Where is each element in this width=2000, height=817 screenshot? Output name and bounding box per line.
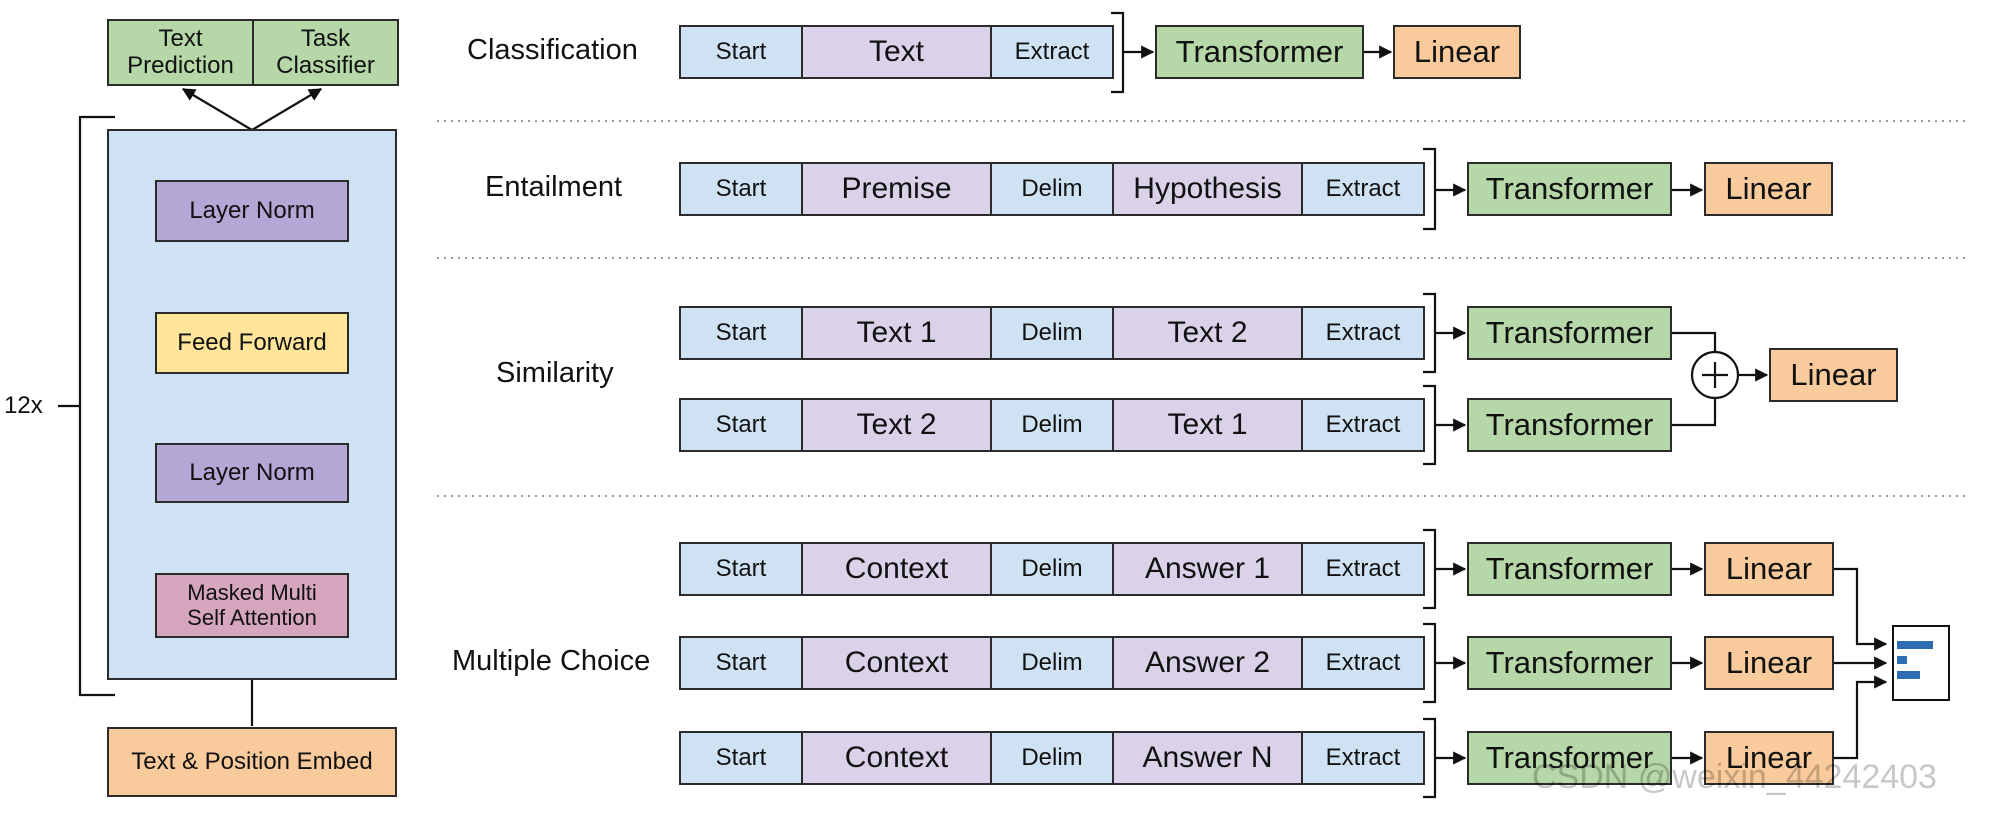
feed-forward: Feed Forward xyxy=(155,312,349,374)
task-label-multiple-choice: Multiple Choice xyxy=(452,645,651,677)
token-text: Text xyxy=(801,25,992,79)
token-context: Context xyxy=(801,731,992,785)
transformer-multiple-choice-2: Transformer xyxy=(1467,636,1672,690)
token-start: Start xyxy=(679,162,803,216)
token-start: Start xyxy=(679,542,803,596)
layer-norm-top: Layer Norm xyxy=(155,180,349,242)
token-delim: Delim xyxy=(990,731,1114,785)
token-context: Context xyxy=(801,542,992,596)
token-hypothesis: Hypothesis xyxy=(1112,162,1303,216)
token-premise: Premise xyxy=(801,162,992,216)
linear-similarity: Linear xyxy=(1769,348,1898,402)
linear-multiple-choice-2: Linear xyxy=(1704,636,1834,690)
token-text-1: Text 1 xyxy=(801,306,992,360)
token-context: Context xyxy=(801,636,992,690)
sequence-similarity-1: Start Text 1 Delim Text 2 Extract xyxy=(679,306,1425,360)
sequence-multiple-choice-1: Start Context Delim Answer 1 Extract xyxy=(679,542,1425,596)
token-answer-2: Answer 2 xyxy=(1112,636,1303,690)
token-start: Start xyxy=(679,398,803,452)
token-extract: Extract xyxy=(1301,636,1425,690)
token-extract: Extract xyxy=(990,25,1114,79)
task-separators xyxy=(437,120,1968,497)
token-extract: Extract xyxy=(1301,731,1425,785)
transformer-entailment: Transformer xyxy=(1467,162,1672,216)
similarity-plus-circle xyxy=(1690,350,1740,400)
linear-classification: Linear xyxy=(1393,25,1521,79)
token-start: Start xyxy=(679,25,803,79)
task-connectors xyxy=(1111,11,1888,799)
token-answer-n: Answer N xyxy=(1112,731,1303,785)
linear-multiple-choice-1: Linear xyxy=(1704,542,1834,596)
sequence-multiple-choice-2: Start Context Delim Answer 2 Extract xyxy=(679,636,1425,690)
transformer-multiple-choice-1: Transformer xyxy=(1467,542,1672,596)
token-start: Start xyxy=(679,636,803,690)
text-position-embed: Text & Position Embed xyxy=(107,727,397,797)
token-extract: Extract xyxy=(1301,542,1425,596)
sequence-similarity-2: Start Text 2 Delim Text 1 Extract xyxy=(679,398,1425,452)
sequence-multiple-choice-n: Start Context Delim Answer N Extract xyxy=(679,731,1425,785)
text-prediction-output: Text Prediction xyxy=(107,19,254,86)
token-start: Start xyxy=(679,306,803,360)
task-classifier-output: Task Classifier xyxy=(252,19,399,86)
softmax-output-icon xyxy=(1892,625,1950,701)
token-start: Start xyxy=(679,731,803,785)
token-text-1: Text 1 xyxy=(1112,398,1303,452)
sequence-entailment: Start Premise Delim Hypothesis Extract xyxy=(679,162,1425,216)
token-text-2: Text 2 xyxy=(1112,306,1303,360)
masked-multi-self-attention: Masked Multi Self Attention xyxy=(155,573,349,638)
transformer-similarity-1: Transformer xyxy=(1467,306,1672,360)
layer-norm-bottom: Layer Norm xyxy=(155,443,349,503)
watermark: CSDN @weixin_44242403 xyxy=(1532,758,1937,796)
transformer-multiple-choice-n: Transformer xyxy=(1467,731,1672,785)
token-extract: Extract xyxy=(1301,162,1425,216)
task-label-entailment: Entailment xyxy=(485,171,623,203)
sequence-classification: Start Text Extract xyxy=(679,25,1114,79)
token-delim: Delim xyxy=(990,162,1114,216)
token-extract: Extract xyxy=(1301,306,1425,360)
token-delim: Delim xyxy=(990,636,1114,690)
token-delim: Delim xyxy=(990,306,1114,360)
transformer-similarity-2: Transformer xyxy=(1467,398,1672,452)
task-label-classification: Classification xyxy=(467,34,638,66)
linear-entailment: Linear xyxy=(1704,162,1833,216)
token-delim: Delim xyxy=(990,542,1114,596)
transformer-classification: Transformer xyxy=(1155,25,1364,79)
token-delim: Delim xyxy=(990,398,1114,452)
repeat-12x-label: 12x xyxy=(4,392,43,419)
token-answer-1: Answer 1 xyxy=(1112,542,1303,596)
token-text-2: Text 2 xyxy=(801,398,992,452)
linear-multiple-choice-n: Linear xyxy=(1704,731,1834,785)
task-label-similarity: Similarity xyxy=(496,357,614,389)
token-extract: Extract xyxy=(1301,398,1425,452)
